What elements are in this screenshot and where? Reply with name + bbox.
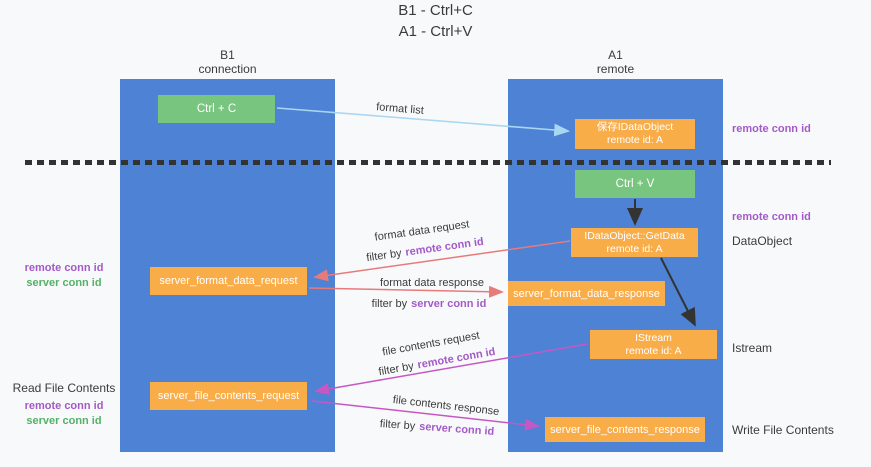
idataobject-getdata-box: IDataObject::GetData remote id: A — [571, 228, 698, 257]
filter-by-text: filter by — [365, 247, 403, 265]
remote-conn-id-text: remote conn id — [404, 235, 485, 259]
title-line-1: B1 - Ctrl+C — [398, 2, 473, 19]
left-lifeline-title: B1 — [220, 48, 235, 62]
server-format-data-response-box: server_format_data_response — [508, 281, 665, 306]
ctrl-c-box: Ctrl + C — [158, 95, 275, 123]
ctrl-v-label: Ctrl + V — [615, 178, 655, 190]
remote-conn-id-label: remote conn id — [24, 400, 104, 412]
istream-box: IStream remote id: A — [590, 330, 717, 359]
ctrl-v-box: Ctrl + V — [575, 170, 695, 198]
idataobject-getdata-line2: remote id: A — [606, 242, 663, 255]
dataobject-label: DataObject — [732, 234, 793, 248]
save-idataobject-line2: remote id: A — [606, 134, 664, 146]
server-format-data-response-label: server_format_data_response — [513, 287, 660, 300]
right-lifeline-header: A1 remote — [508, 48, 723, 76]
filter-by-text: filter by — [371, 298, 408, 310]
right-lifeline-subtitle: remote — [596, 62, 635, 76]
write-file-contents-label: Write File Contents — [732, 423, 834, 437]
server-file-contents-response-label: server_file_contents_response — [550, 423, 700, 436]
istream-line2: remote id: A — [625, 344, 682, 357]
save-idataobject-box: 保存IDataObject remote id: A — [575, 119, 695, 149]
remote-conn-id-label: remote conn id — [24, 262, 104, 274]
server-file-contents-request-box: server_file_contents_request — [150, 382, 307, 410]
server-conn-id-text: server conn id — [411, 298, 487, 310]
filter-by-text: filter by — [377, 360, 415, 379]
file-conn-id-annotation: remote conn id server conn id — [10, 399, 118, 429]
left-lifeline-header: B1 connection — [120, 48, 335, 76]
server-file-contents-response-box: server_file_contents_response — [545, 417, 705, 442]
server-conn-id-label: server conn id — [26, 415, 102, 427]
server-conn-id-label: server conn id — [26, 277, 102, 289]
format-list-label: format list — [375, 101, 425, 117]
right-lifeline-title: A1 — [608, 48, 623, 62]
format-data-response-label: format data response — [380, 277, 484, 289]
remote-conn-id-label-top: remote conn id — [732, 123, 811, 135]
ctrl-c-label: Ctrl + C — [196, 103, 237, 115]
save-idataobject-line1: 保存IDataObject — [596, 121, 674, 133]
istream-label: Istream — [732, 341, 773, 355]
format-conn-id-annotation: remote conn id server conn id — [10, 261, 118, 291]
title-line-2: A1 - Ctrl+V — [398, 23, 473, 40]
idataobject-getdata-line1: IDataObject::GetData — [584, 229, 685, 242]
diagram-title: B1 - Ctrl+C A1 - Ctrl+V — [0, 0, 871, 42]
copy-paste-divider — [25, 160, 831, 165]
server-format-data-request-box: server_format_data_request — [150, 267, 307, 295]
remote-conn-id-label-mid: remote conn id — [732, 211, 811, 223]
file-contents-response-label: file contents response — [392, 393, 500, 419]
server-file-contents-request-label: server_file_contents_request — [157, 390, 300, 402]
istream-line1: IStream — [635, 331, 672, 344]
left-lifeline-subtitle: connection — [198, 62, 257, 76]
read-file-contents-label: Read File Contents — [12, 381, 116, 395]
server-format-data-request-label: server_format_data_request — [159, 275, 298, 287]
filter-by-text: filter by — [379, 418, 416, 433]
server-conn-id-text: server conn id — [418, 420, 495, 438]
